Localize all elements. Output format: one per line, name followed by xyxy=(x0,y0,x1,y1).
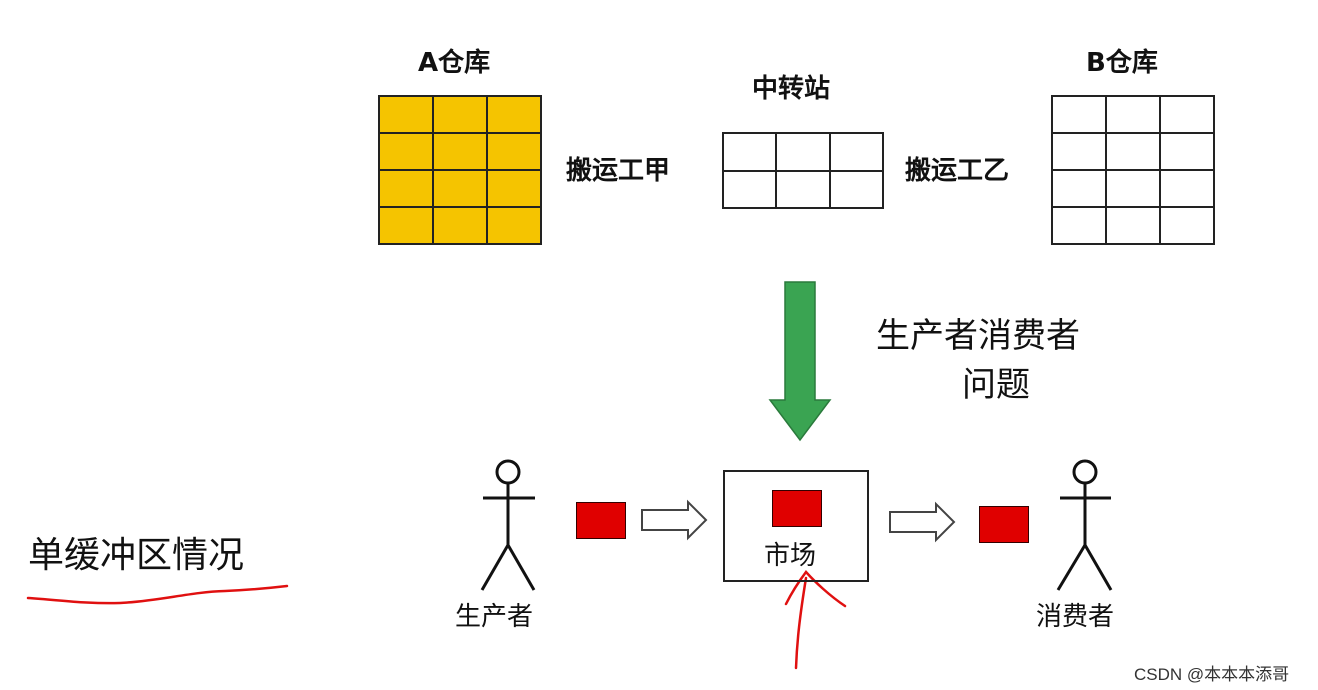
worker-b-label: 搬运工乙 xyxy=(905,156,1010,186)
grid-cell xyxy=(379,96,433,133)
producer-stick-figure-icon xyxy=(480,459,536,591)
grid-cell xyxy=(379,133,433,170)
grid-cell xyxy=(829,133,883,171)
grid-cell xyxy=(487,133,541,170)
grid-cell xyxy=(433,96,487,133)
transfer-station-grid xyxy=(722,132,884,209)
produced-item xyxy=(576,502,626,539)
csdn-watermark: CSDN @本本本添哥 xyxy=(1134,665,1290,684)
hollow-right-arrow-2 xyxy=(889,501,956,543)
single-buffer-label: 单缓冲区情况 xyxy=(28,535,245,576)
grid-cell xyxy=(487,207,541,244)
worker-a-label: 搬运工甲 xyxy=(566,156,671,186)
consumed-item xyxy=(979,506,1029,543)
transfer-station-title: 中转站 xyxy=(752,74,831,104)
red-underline-stroke xyxy=(26,584,289,605)
market-box xyxy=(723,470,869,582)
grid-cell xyxy=(1052,207,1106,244)
grid-cell xyxy=(433,133,487,170)
market-label: 市场 xyxy=(764,541,817,571)
grid-cell xyxy=(1106,96,1160,133)
red-pointer-arrow xyxy=(784,570,847,670)
grid-cell xyxy=(1052,133,1106,170)
grid-cell xyxy=(829,170,883,208)
consumer-label: 消费者 xyxy=(1036,602,1115,632)
grid-cell xyxy=(1160,133,1214,170)
consumer-stick-figure-icon xyxy=(1056,459,1113,591)
grid-cell xyxy=(776,170,830,208)
grid-cell xyxy=(379,207,433,244)
warehouse-a-title: A仓库 xyxy=(418,48,491,78)
grid-cell xyxy=(723,170,777,208)
grid-cell xyxy=(1106,133,1160,170)
grid-cell xyxy=(1160,170,1214,207)
grid-cell xyxy=(1052,96,1106,133)
grid-cell xyxy=(487,96,541,133)
grid-cell xyxy=(1160,96,1214,133)
warehouse-b-grid xyxy=(1051,95,1215,245)
warehouse-a-grid xyxy=(378,95,542,245)
producer-label: 生产者 xyxy=(455,602,534,632)
grid-cell xyxy=(1106,207,1160,244)
warehouse-b-title: B仓库 xyxy=(1086,48,1158,78)
grid-cell xyxy=(433,170,487,207)
grid-cell xyxy=(1052,170,1106,207)
grid-cell xyxy=(379,170,433,207)
grid-cell xyxy=(487,170,541,207)
market-item xyxy=(772,490,822,527)
grid-cell xyxy=(433,207,487,244)
hollow-right-arrow-1 xyxy=(641,499,708,541)
grid-cell xyxy=(776,133,830,171)
problem-caption-line-1: 生产者消费者 xyxy=(876,316,1080,356)
green-down-arrow xyxy=(768,281,832,442)
grid-cell xyxy=(1160,207,1214,244)
problem-caption-line-2: 问题 xyxy=(962,365,1030,405)
grid-cell xyxy=(1106,170,1160,207)
grid-cell xyxy=(723,133,777,171)
